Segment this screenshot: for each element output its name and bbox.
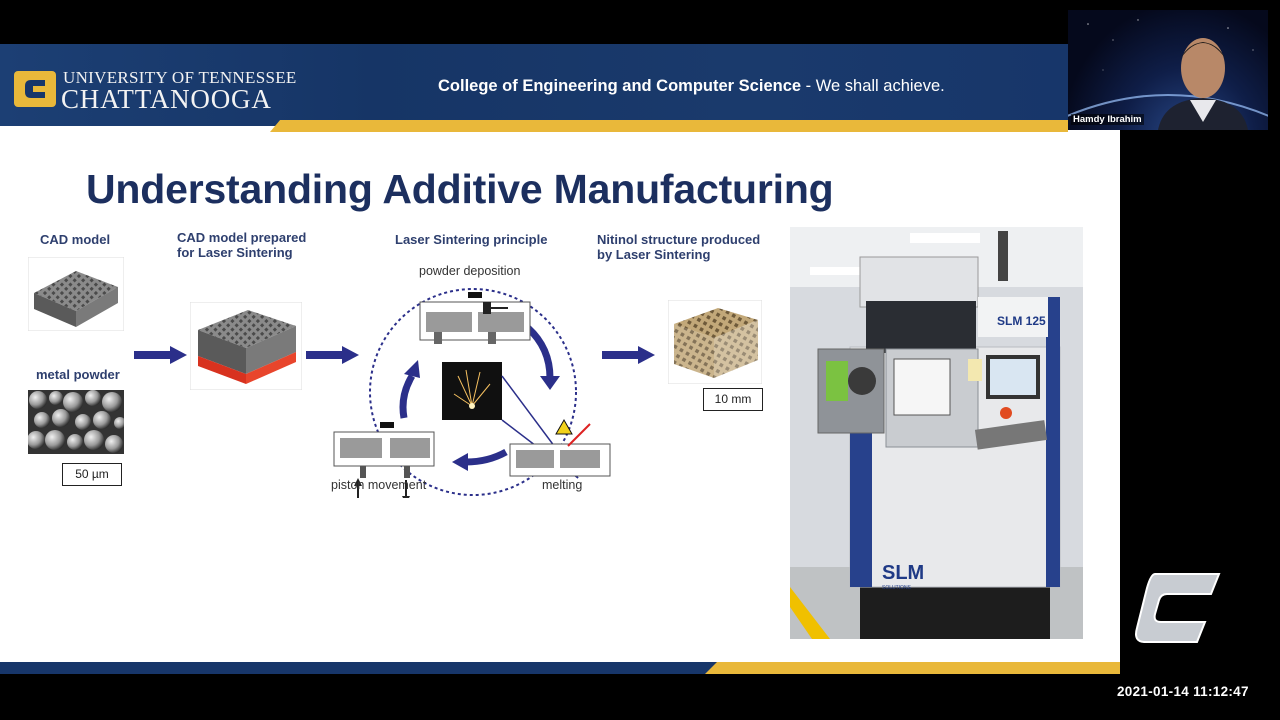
- scale-bar-10mm: 10 mm: [703, 388, 763, 411]
- utc-c-corner-logo: [1135, 573, 1221, 643]
- cad-prepared-image: [190, 302, 302, 390]
- caption-cad-prepared-line2: for Laser Sintering: [177, 245, 293, 260]
- laser-sintering-diagram: [333, 288, 611, 498]
- college-motto: - We shall achieve.: [801, 77, 945, 95]
- slide-title: Understanding Additive Manufacturing: [86, 166, 834, 212]
- label-powder-deposition: powder deposition: [419, 264, 521, 278]
- banner-gold-stripe: [270, 120, 1081, 132]
- slm-brand-logo: SLM: [882, 562, 924, 584]
- college-tagline: College of Engineering and Computer Scie…: [438, 77, 945, 96]
- presentation-slide: UNIVERSITY OF TENNESSEE CHATTANOOGA Coll…: [0, 44, 1120, 674]
- arrow-right-icon: [602, 346, 655, 364]
- webcam-feed: [1068, 19, 1268, 130]
- caption-cad-prepared-line1: CAD model prepared: [177, 230, 307, 245]
- scale-bar-50um: 50 µm: [62, 463, 122, 486]
- label-melting: melting: [542, 478, 583, 492]
- caption-nitinol: Nitinol structure produced by Laser Sint…: [597, 232, 760, 262]
- metal-powder-image: [28, 390, 124, 454]
- header-banner: UNIVERSITY OF TENNESSEE CHATTANOOGA Coll…: [0, 44, 1068, 126]
- university-name-line2: CHATTANOOGA: [61, 84, 272, 114]
- label-piston-movement: piston movement: [331, 478, 427, 492]
- arrow-right-icon: [306, 346, 359, 364]
- caption-nitinol-line1: Nitinol structure produced: [597, 232, 761, 247]
- machine-model-label: SLM 125: [997, 314, 1046, 328]
- recording-timestamp: 2021-01-14 11:12:47: [1117, 684, 1249, 699]
- slm-machine-photo: SLM 125 SLM SOLUTIONS: [790, 227, 1083, 639]
- participant-name: Hamdy Ibrahim: [1071, 114, 1144, 125]
- caption-nitinol-line2: by Laser Sintering: [597, 247, 711, 262]
- arrow-right-icon: [134, 346, 187, 364]
- webcam-tile[interactable]: Hamdy Ibrahim: [1068, 10, 1268, 130]
- caption-laser-principle: Laser Sintering principle: [395, 232, 548, 247]
- nitinol-structure-image: [668, 300, 762, 384]
- university-name-line1: UNIVERSITY OF TENNESSEE: [63, 68, 297, 87]
- footer-gold-stripe: [705, 662, 1120, 674]
- cad-lattice-image: [28, 257, 124, 331]
- slm-machine-illustration: SLM 125 SLM SOLUTIONS: [790, 227, 1083, 639]
- caption-metal-powder: metal powder: [36, 367, 120, 382]
- college-name: College of Engineering and Computer Scie…: [438, 77, 802, 95]
- slm-brand-sub: SOLUTIONS: [882, 585, 912, 591]
- caption-cad-model: CAD model: [40, 232, 111, 247]
- utc-c-logo: [14, 71, 56, 107]
- caption-cad-prepared: CAD model prepared for Laser Sintering: [177, 230, 306, 260]
